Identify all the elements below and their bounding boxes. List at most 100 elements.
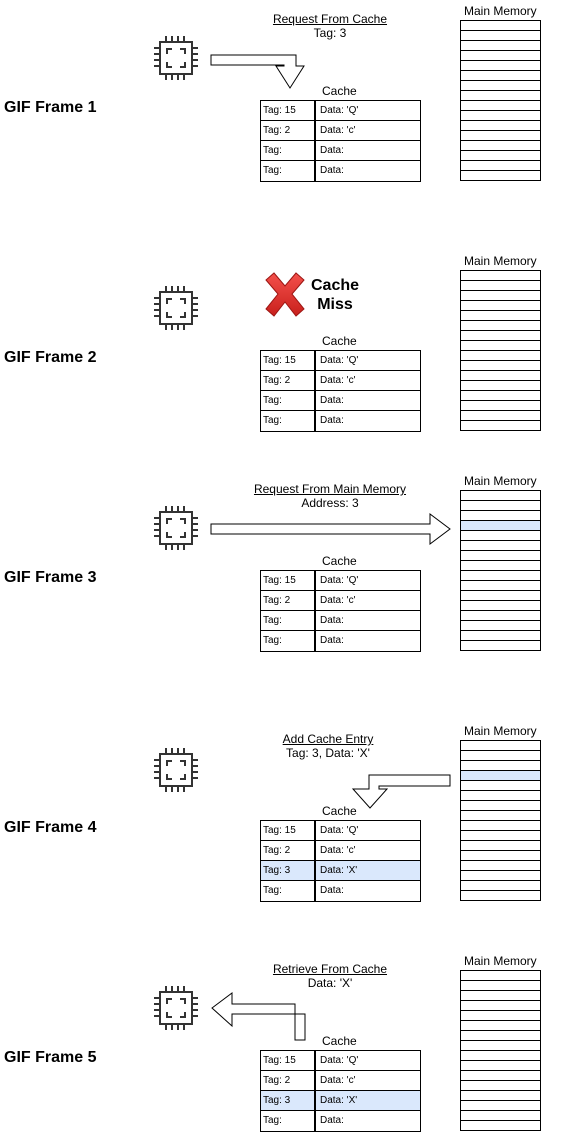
memory-cell xyxy=(461,821,540,831)
cache-data: Data: 'X' xyxy=(320,1095,358,1106)
memory-cell xyxy=(461,601,540,611)
memory-cell xyxy=(461,611,540,621)
cache-tag: Tag: xyxy=(261,141,316,160)
memory-cell xyxy=(461,161,540,171)
memory-cell xyxy=(461,491,540,501)
memory-cell xyxy=(461,91,540,101)
memory-title: Main Memory xyxy=(464,4,537,18)
caption: Retrieve From Cache Data: 'X' xyxy=(262,962,398,990)
memory-cell xyxy=(461,781,540,791)
memory-cell-highlighted xyxy=(461,520,540,531)
cache-data: Data: 'Q' xyxy=(320,575,359,586)
memory-cell xyxy=(461,71,540,81)
memory-cell xyxy=(461,61,540,71)
frame-label: GIF Frame 3 xyxy=(4,569,97,586)
cache-tag: Tag: 2 xyxy=(261,591,316,610)
cache-tag: Tag: 2 xyxy=(261,121,316,140)
memory-cell xyxy=(461,131,540,141)
cache-row: Tag:Data: xyxy=(261,1111,420,1131)
memory-cell xyxy=(461,1011,540,1021)
memory-cell xyxy=(461,51,540,61)
caption: Add Cache Entry Tag: 3, Data: 'X' xyxy=(270,732,386,760)
memory-cell xyxy=(461,31,540,41)
cache-tag: Tag: 15 xyxy=(261,821,316,840)
memory-cell xyxy=(461,311,540,321)
cache-data: Data: 'c' xyxy=(320,125,356,136)
frame-label: GIF Frame 1 xyxy=(4,99,97,116)
memory-cell xyxy=(461,101,540,111)
cache-data: Data: xyxy=(320,165,344,176)
cache-title: Cache xyxy=(322,334,357,348)
memory-cell xyxy=(461,881,540,891)
memory-cell xyxy=(461,411,540,421)
cpu-chip-icon xyxy=(154,748,198,792)
cache-row: Tag: 2 Data: 'c' xyxy=(261,371,420,391)
cache-miss-label: Cache Miss xyxy=(306,276,364,314)
caption: Request From Main Memory Address: 3 xyxy=(240,482,420,510)
memory-cell xyxy=(461,751,540,761)
memory-cell xyxy=(461,1041,540,1051)
memory-table xyxy=(460,490,541,651)
cache-data: Data: 'Q' xyxy=(320,825,359,836)
cache-data: Data: 'Q' xyxy=(320,1055,359,1066)
cache-tag: Tag: xyxy=(261,881,316,901)
memory-cell xyxy=(461,851,540,861)
memory-cell xyxy=(461,351,540,361)
memory-cell xyxy=(461,1091,540,1101)
cross-icon xyxy=(265,272,305,317)
memory-cell xyxy=(461,791,540,801)
cache-data: Data: xyxy=(320,145,344,156)
memory-cell xyxy=(461,361,540,371)
cache-row: Tag:Data: xyxy=(261,411,420,431)
memory-cell xyxy=(461,1061,540,1071)
memory-cell xyxy=(461,581,540,591)
memory-cell xyxy=(461,41,540,51)
memory-cell xyxy=(461,151,540,161)
caption-title: Request From Main Memory xyxy=(253,482,407,496)
memory-cell xyxy=(461,801,540,811)
cpu-chip-icon xyxy=(154,286,198,330)
memory-table xyxy=(460,270,541,431)
memory-cell xyxy=(461,841,540,851)
memory-cell xyxy=(461,391,540,401)
miss-line: Cache xyxy=(310,277,360,294)
memory-cell xyxy=(461,1111,540,1121)
caption: Request From Cache Tag: 3 xyxy=(262,12,398,40)
cache-tag: Tag: 15 xyxy=(261,571,316,590)
cache-tag: Tag: 2 xyxy=(261,371,316,390)
memory-cell xyxy=(461,1001,540,1011)
memory-cell xyxy=(461,1101,540,1111)
cache-data: Data: 'c' xyxy=(320,375,356,386)
cache-tag: Tag: 15 xyxy=(261,1051,316,1070)
memory-cell xyxy=(461,331,540,341)
caption-title: Add Cache Entry xyxy=(282,732,374,746)
memory-cell xyxy=(461,531,540,541)
cache-data: Data: xyxy=(320,395,344,406)
memory-cell xyxy=(461,621,540,631)
cpu-chip-icon xyxy=(154,506,198,550)
memory-table xyxy=(460,20,541,181)
memory-title: Main Memory xyxy=(464,724,537,738)
caption-title: Retrieve From Cache xyxy=(272,962,388,976)
memory-cell xyxy=(461,301,540,311)
caption-title: Request From Cache xyxy=(272,12,388,26)
cache-tag: Tag: xyxy=(261,611,316,630)
request-arrow xyxy=(210,513,451,545)
cache-tag: Tag: xyxy=(261,411,316,431)
caption-detail: Tag: 3, Data: 'X' xyxy=(286,746,370,760)
memory-cell xyxy=(461,81,540,91)
caption-detail: Address: 3 xyxy=(301,496,359,510)
memory-cell xyxy=(461,21,540,31)
memory-cell xyxy=(461,561,540,571)
cache-data: Data: 'X' xyxy=(320,865,358,876)
cache-data: Data: xyxy=(320,635,344,646)
cache-row: Tag: 15 Data: 'Q' xyxy=(261,1051,420,1071)
memory-title: Main Memory xyxy=(464,254,537,268)
cache-tag: Tag: xyxy=(261,631,316,651)
